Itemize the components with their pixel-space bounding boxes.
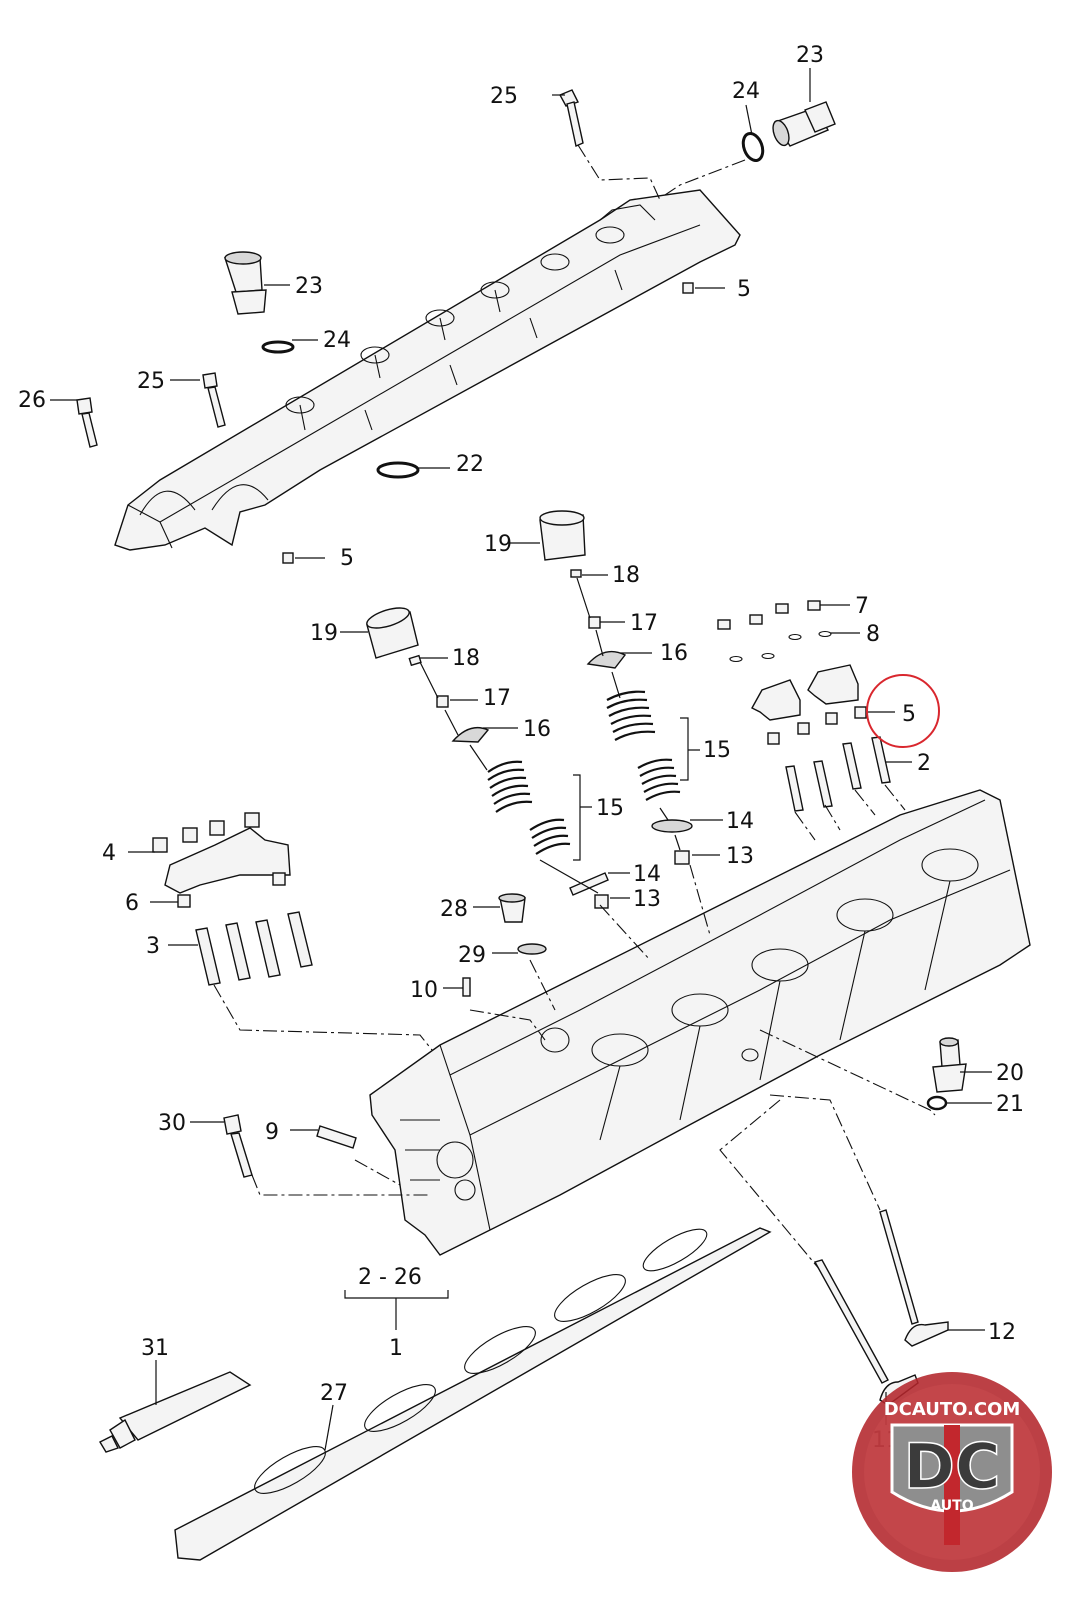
sleeves-6 (177, 872, 286, 908)
label-16-right: 16 (660, 641, 688, 666)
label-7: 7 (855, 594, 869, 619)
leader-lines (50, 68, 992, 1451)
shim-18-right (570, 569, 582, 578)
label-13-right: 13 (726, 844, 754, 869)
springs-15-left (487, 760, 571, 855)
sleeves-5-right (767, 706, 867, 745)
sealant-tube-31 (99, 1371, 252, 1453)
label-5-top: 5 (737, 277, 751, 302)
label-14-right: 14 (726, 809, 754, 834)
label-14-left: 14 (633, 862, 661, 887)
nuts-7-right (717, 600, 821, 630)
label-13-left: 13 (633, 887, 661, 912)
label-27: 27 (320, 1381, 348, 1406)
label-25-left: 25 (137, 369, 165, 394)
fitting-23-left (224, 251, 267, 315)
label-10: 10 (410, 978, 438, 1003)
label-28: 28 (440, 897, 468, 922)
washers-8-right (729, 630, 832, 663)
label-18-left: 18 (452, 646, 480, 671)
label-24-top: 24 (732, 79, 760, 104)
label-25-top: 25 (490, 84, 518, 109)
guide-14-left (569, 872, 609, 896)
sleeve-5-top (682, 282, 694, 294)
highlight-circle (866, 674, 940, 748)
label-12: 12 (988, 1320, 1016, 1345)
springs-15-right (606, 690, 681, 801)
label-2-26: 2 - 26 (358, 1265, 422, 1290)
label-21: 21 (996, 1092, 1024, 1117)
label-16-left: 16 (523, 717, 551, 742)
label-31: 31 (141, 1336, 169, 1361)
logo-sub-text: AUTO (930, 1498, 973, 1514)
nuts-4 (152, 812, 260, 853)
label-17-right: 17 (630, 611, 658, 636)
oring-24-top (741, 131, 765, 163)
label-2: 2 (917, 751, 931, 776)
cam-bridge-left (164, 827, 291, 894)
bolt-25-left (202, 372, 226, 428)
oring-22 (376, 461, 420, 479)
studs-3 (195, 911, 313, 986)
label-24-left: 24 (323, 328, 351, 353)
valve-12 (879, 1209, 949, 1347)
label-19-right: 19 (484, 532, 512, 557)
shim-18-left (408, 654, 422, 667)
label-3: 3 (146, 934, 160, 959)
head-gasket-27 (174, 1227, 772, 1561)
label-18-right: 18 (612, 563, 640, 588)
studs-2 (785, 736, 891, 812)
label-8: 8 (866, 622, 880, 647)
label-23-top: 23 (796, 43, 824, 68)
seal-13-left (594, 894, 609, 909)
cylinder-head (369, 789, 1031, 1256)
cam-carrier-cover (114, 189, 741, 551)
washer-29 (517, 943, 547, 955)
label-1: 1 (389, 1336, 403, 1361)
sleeve-5-left (282, 552, 294, 564)
bucket-tappet-19-left (366, 607, 419, 659)
oring-21 (926, 1095, 948, 1111)
label-17-left: 17 (483, 686, 511, 711)
label-5-right: 5 (902, 702, 916, 727)
label-20: 20 (996, 1061, 1024, 1086)
retainer-16-left (451, 726, 490, 743)
label-22: 22 (456, 452, 484, 477)
bolt-26 (76, 397, 98, 448)
logo-url-text: DCAUTO.COM (884, 1399, 1021, 1420)
bolt-30 (223, 1114, 253, 1178)
sensor-20 (932, 1037, 967, 1093)
retainer-16-right (586, 650, 627, 669)
oring-24-left (261, 340, 295, 354)
label-26: 26 (18, 388, 46, 413)
label-23-left: 23 (295, 274, 323, 299)
cam-bridges-right (751, 664, 859, 721)
label-15-left: 15 (596, 796, 624, 821)
label-29: 29 (458, 943, 486, 968)
pin-10 (462, 977, 471, 997)
dc-auto-logo: DCAUTO.COM DC AUTO (852, 1372, 1052, 1572)
label-19-left: 19 (310, 621, 338, 646)
label-5-mid: 5 (340, 546, 354, 571)
keeper-17-left (436, 695, 449, 708)
label-6: 6 (125, 891, 139, 916)
bucket-tappet-19-right (539, 510, 586, 561)
keeper-17-right (588, 616, 601, 629)
seal-13-right (674, 850, 690, 865)
label-15-right: 15 (703, 738, 731, 763)
seat-14-right (651, 819, 693, 833)
label-9: 9 (265, 1120, 279, 1145)
logo-letters: DC (904, 1430, 1001, 1503)
plug-28 (498, 893, 526, 923)
fitting-23-top (772, 101, 836, 147)
label-30: 30 (158, 1111, 186, 1136)
bolt-25-top (559, 89, 584, 147)
label-4: 4 (102, 841, 116, 866)
callout-labels: 25 24 23 23 24 25 26 22 5 5 19 18 17 16 … (18, 43, 1024, 1453)
stud-9 (316, 1125, 357, 1149)
